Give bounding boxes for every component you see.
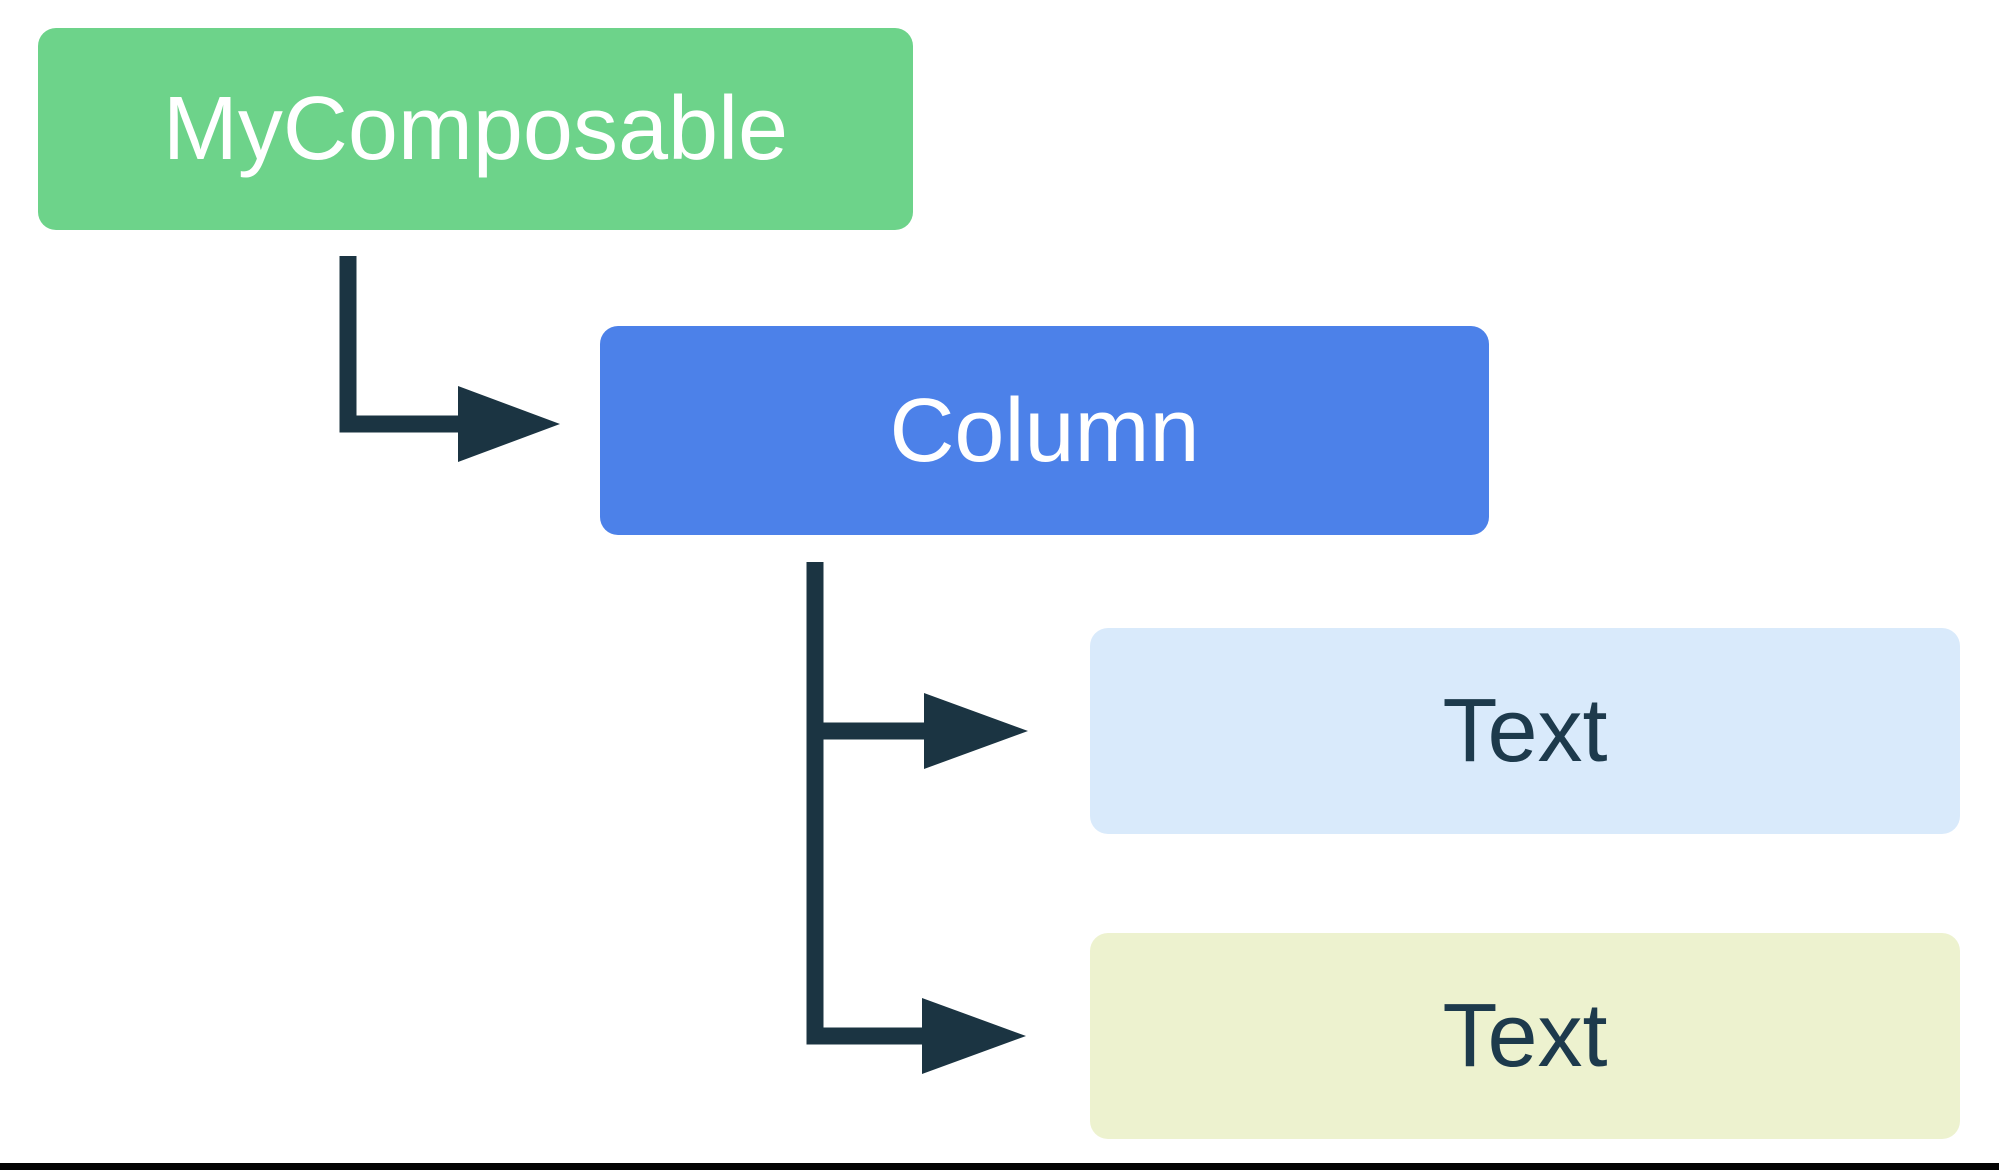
arrowhead-icon [458,386,560,462]
node-mycomposable: MyComposable [38,28,913,230]
node-label: MyComposable [162,79,789,179]
arrow-column-to-text-1 [806,562,1028,769]
node-label: Text [1442,986,1608,1086]
arrow-column-to-text-2 [806,725,1026,1074]
node-text-1: Text [1090,628,1960,834]
node-column: Column [600,326,1489,535]
arrow-branch-line [806,562,926,740]
node-label: Text [1442,681,1608,781]
arrow-elbow-line [339,256,462,433]
node-label: Column [889,380,1200,481]
bottom-border-line [0,1163,1999,1170]
arrow-mycomposable-to-column [339,256,560,462]
node-text-2: Text [1090,933,1960,1139]
arrow-elbow-line [806,725,925,1045]
arrowhead-icon [922,998,1026,1074]
arrowhead-icon [924,693,1028,769]
